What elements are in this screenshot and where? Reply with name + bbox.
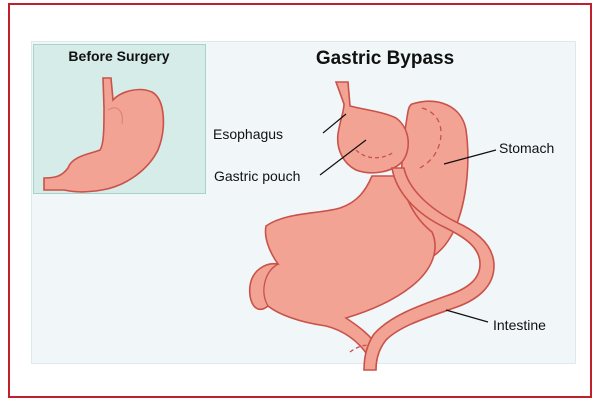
diagram-title: Gastric Bypass [315, 48, 455, 69]
esophagus-and-pouch [334, 81, 409, 174]
before-surgery-stomach [43, 77, 165, 193]
esophagus-label: Esophagus [213, 126, 284, 142]
intestine-label: Intestine [493, 317, 546, 333]
gastric-pouch-label: Gastric pouch [214, 168, 301, 184]
lower-stomach-body [248, 175, 436, 358]
intestine-limb [363, 167, 495, 371]
before-surgery-title: Before Surgery [68, 48, 170, 64]
stomach-label: Stomach [499, 140, 555, 156]
label-pointers [319, 113, 497, 323]
